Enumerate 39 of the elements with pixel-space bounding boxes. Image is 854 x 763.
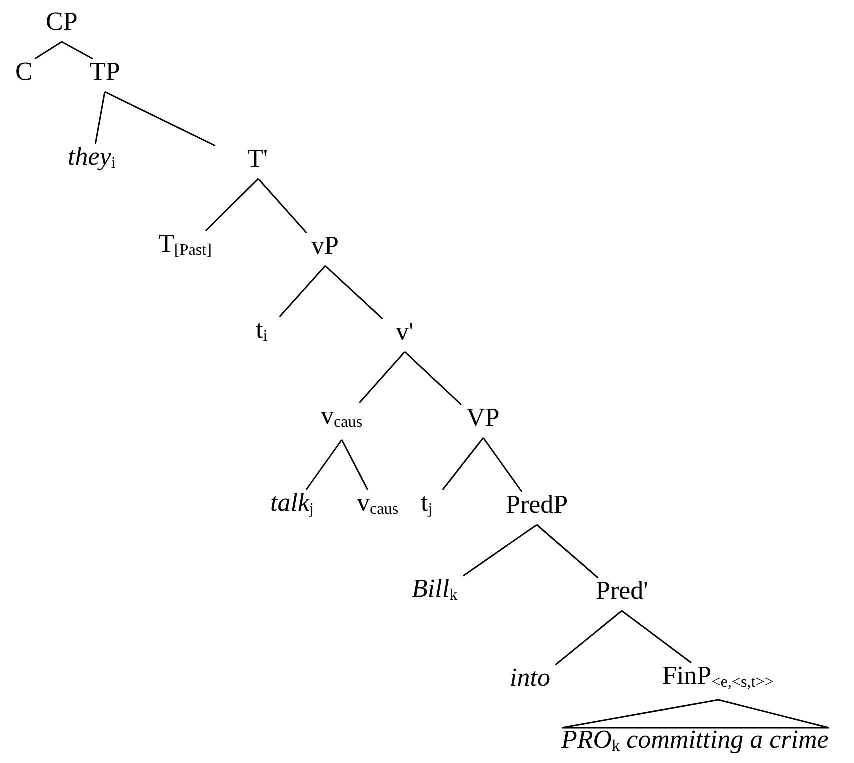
- tree-node-label: C: [16, 58, 33, 86]
- tree-node-label: Pred': [596, 577, 648, 605]
- branch-line: [482, 438, 523, 492]
- tree-node-label: VP: [466, 404, 500, 432]
- tree-node-label: PRO$_{k}$ committing a crime: [562, 726, 829, 758]
- branch-line: [536, 524, 599, 579]
- branch-line: [463, 524, 538, 577]
- branch-line: [94, 92, 106, 144]
- branch-line: [341, 440, 369, 490]
- tree-node-label: v$_{caus}$: [321, 402, 363, 434]
- branch-line: [62, 41, 94, 60]
- branch-line: [306, 440, 343, 490]
- branch-line: [442, 438, 484, 490]
- tree-node-label: into: [510, 664, 550, 692]
- branch-line: [104, 91, 216, 147]
- branch-line: [205, 178, 260, 232]
- branch-line: [555, 610, 622, 666]
- branch-line: [622, 610, 692, 664]
- tree-node-label: T': [248, 145, 268, 173]
- triangle-branch: [561, 699, 830, 729]
- tree-node-label: t$_{j}$: [421, 489, 433, 521]
- tree-node-label: T$_{[Past]}$: [158, 230, 212, 262]
- branch-line: [359, 352, 406, 404]
- tree-node-label: CP: [46, 8, 78, 36]
- tree-node-label: Bill$_{k}$: [412, 575, 458, 607]
- tree-node-label: PredP: [506, 491, 568, 519]
- tree-node-label: v$_{caus}$: [357, 489, 399, 521]
- branch-line: [404, 351, 462, 406]
- tree-node-label: v': [396, 318, 414, 346]
- branch-line: [325, 265, 384, 320]
- tree-node-label: TP: [90, 58, 120, 86]
- tree-node-label: FinP$_{<e,<s,t>>}$: [662, 662, 774, 694]
- branch-line: [34, 41, 62, 60]
- tree-node-label: vP: [312, 232, 339, 260]
- tree-node-label: t$_{i}$: [256, 316, 268, 348]
- tree-node-label: talk$_{j}$: [270, 489, 314, 521]
- branch-line: [279, 266, 326, 318]
- branch-line: [258, 178, 308, 234]
- tree-node-label: they$_{i}$: [68, 143, 116, 175]
